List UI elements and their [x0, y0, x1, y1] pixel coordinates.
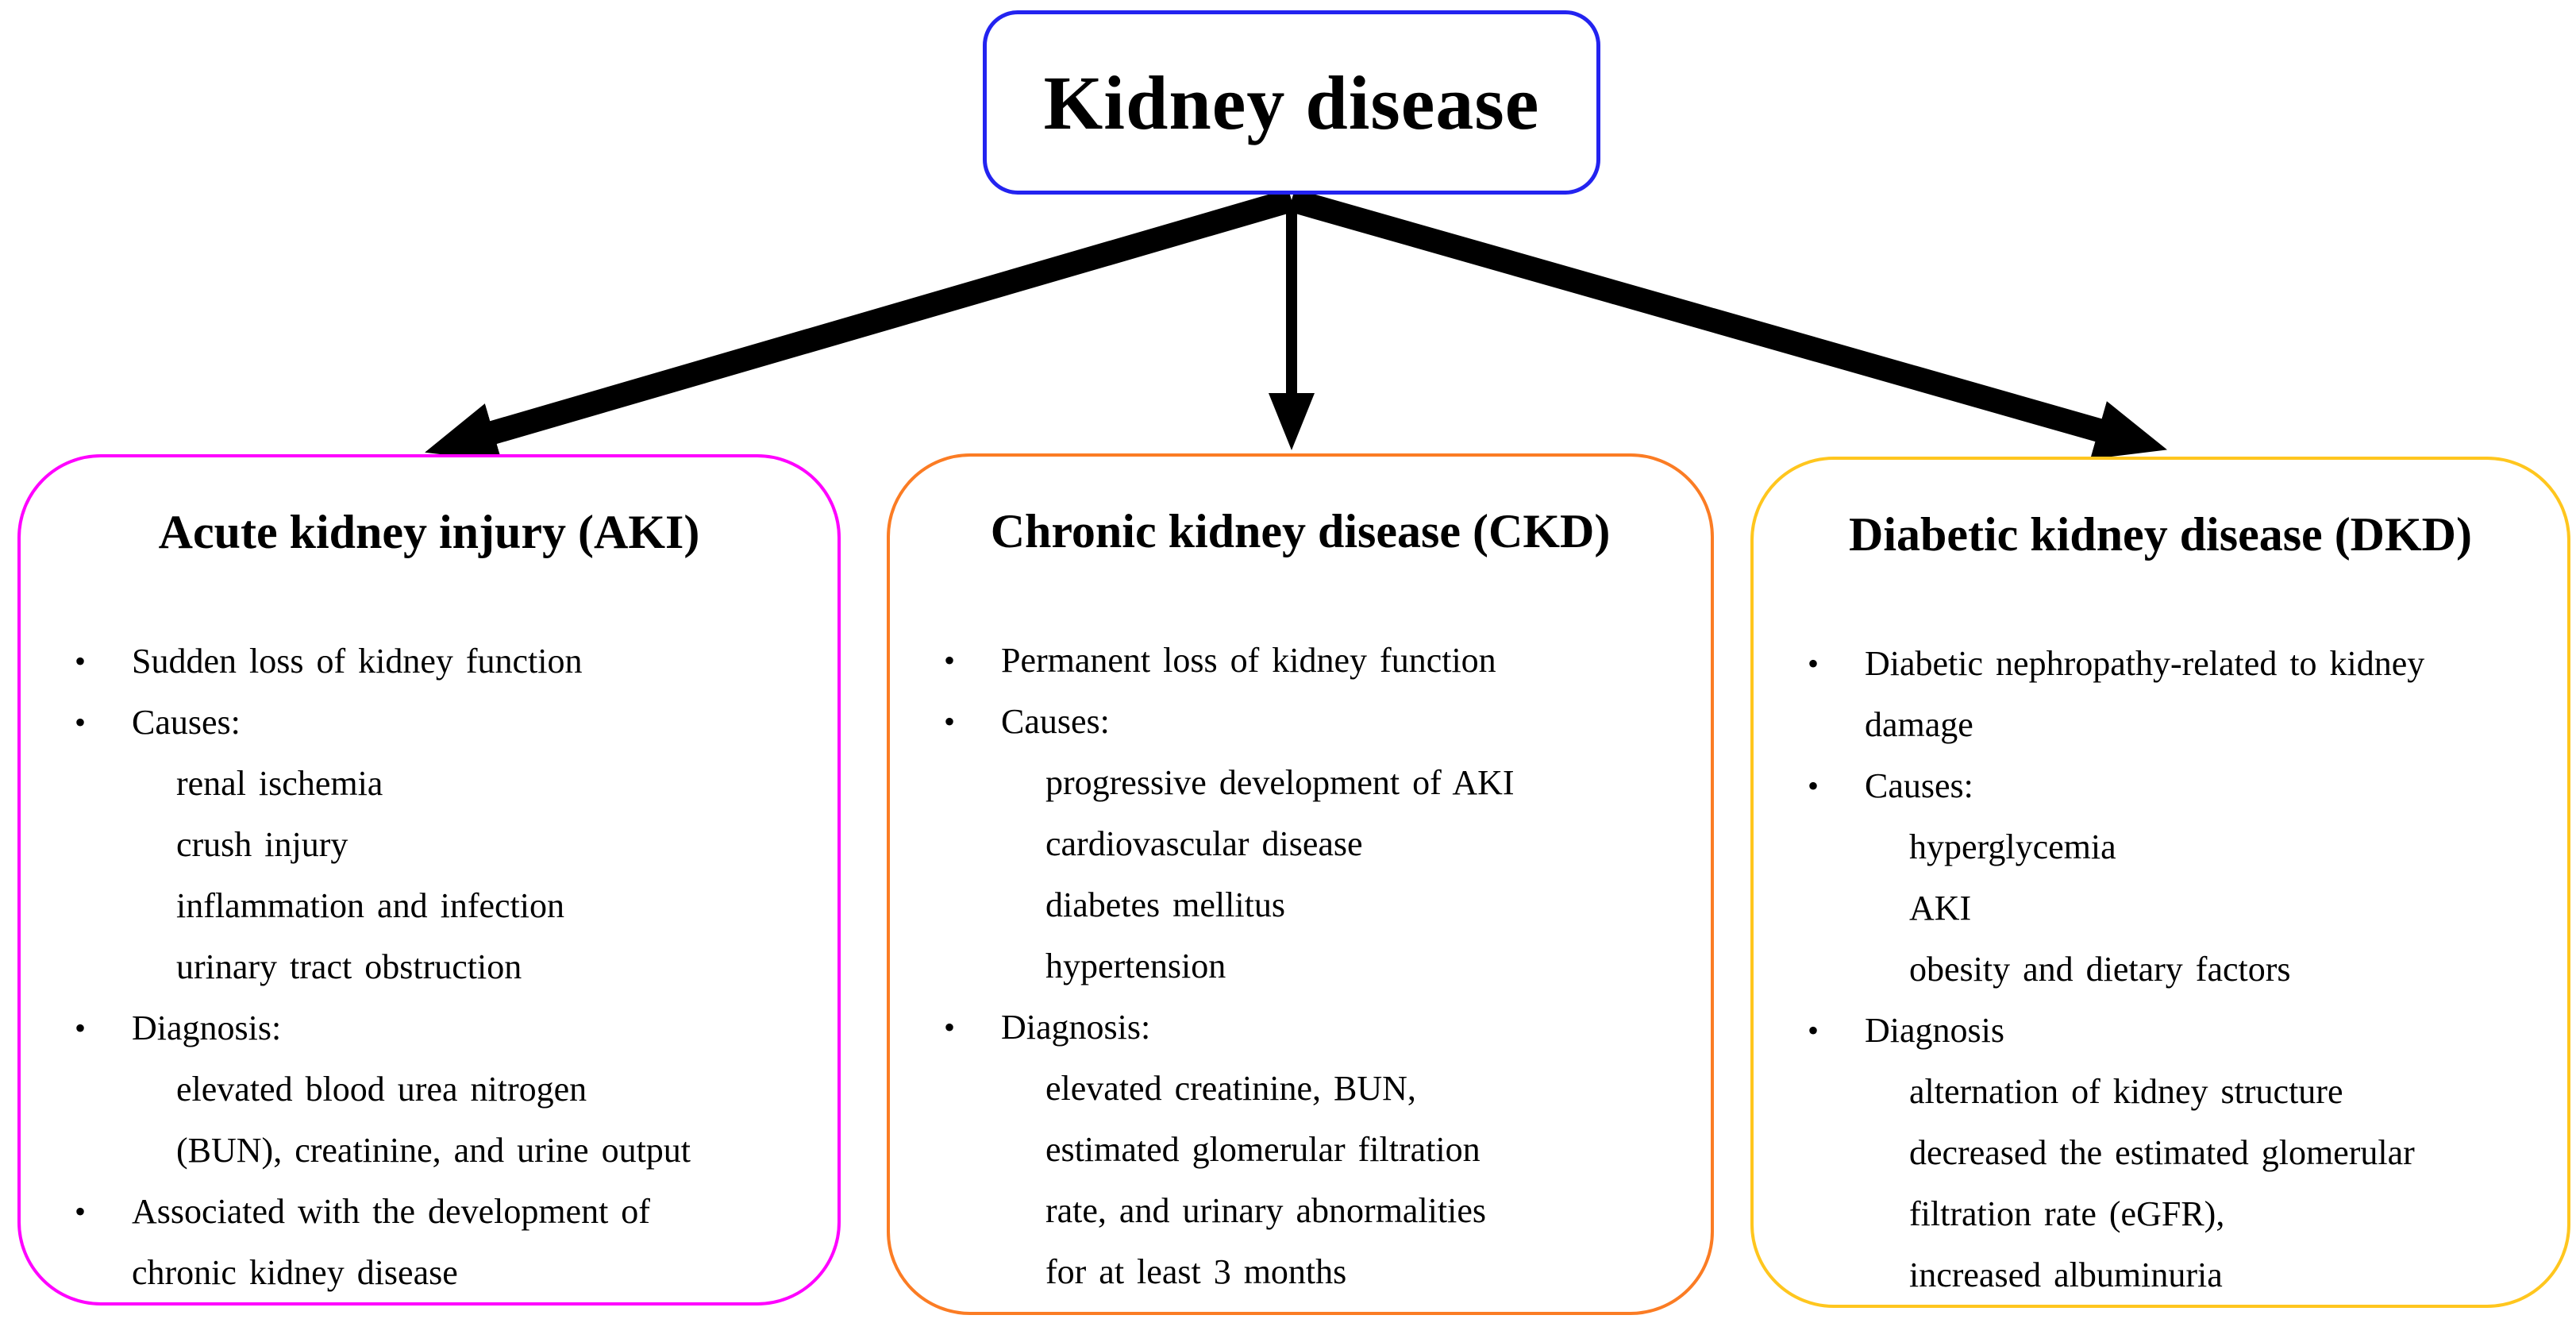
- list-item-text: obesity and dietary factors: [1909, 950, 2291, 989]
- list-item-text: estimated glomerular filtration: [1045, 1130, 1481, 1169]
- bullet-icon: •: [1808, 768, 1819, 804]
- list-item-text: AKI: [1909, 889, 1972, 928]
- list-item-text: alternation of kidney structure: [1909, 1072, 2343, 1111]
- list-item-text: cardiovascular disease: [1045, 824, 1363, 863]
- branch-items-aki: • Sudden loss of kidney function • Causes: r…: [21, 631, 837, 1303]
- list-item: decreased the estimated glomerular: [1754, 1122, 2567, 1183]
- list-item-text: rate, and urinary abnormalities: [1045, 1191, 1487, 1230]
- bullet-icon: •: [75, 643, 87, 679]
- list-item: renal ischemia: [21, 753, 837, 814]
- branch-box-dkd: Diabetic kidney disease (DKD) • Diabetic …: [1750, 457, 2570, 1308]
- list-item-text: decreased the estimated glomerular: [1909, 1133, 2415, 1172]
- branch-title-dkd: Diabetic kidney disease (DKD): [1849, 508, 2472, 561]
- list-item: chronic kidney disease: [21, 1242, 837, 1303]
- list-item-text: renal ischemia: [176, 764, 383, 803]
- branch-title-ckd: Chronic kidney disease (CKD): [990, 505, 1611, 557]
- list-item-text: Permanent loss of kidney function: [1001, 641, 1496, 680]
- list-item: for at least 3 months: [890, 1241, 1711, 1302]
- list-item-text: Diabetic nephropathy-related to kidney: [1865, 644, 2425, 683]
- list-item-text: urinary tract obstruction: [176, 947, 522, 986]
- branch-title-aki: Acute kidney injury (AKI): [158, 506, 700, 558]
- arrow-to-aki: [425, 188, 1296, 462]
- bullet-icon: •: [75, 704, 87, 740]
- list-item: hyperglycemia: [1754, 816, 2567, 877]
- list-item: inflammation and infection: [21, 875, 837, 936]
- list-item-text: Diagnosis: [1865, 1011, 2004, 1050]
- list-item: obesity and dietary factors: [1754, 939, 2567, 1000]
- list-item: diabetes mellitus: [890, 874, 1711, 935]
- list-item-text: progressive development of AKI: [1045, 763, 1515, 802]
- list-item-text: crush injury: [176, 825, 348, 864]
- list-item-text: Diagnosis:: [132, 1009, 282, 1047]
- bullet-icon: •: [944, 1009, 956, 1045]
- list-item-text: damage: [1865, 705, 1973, 744]
- list-item-text: inflammation and infection: [176, 886, 564, 925]
- list-item: • Permanent loss of kidney function: [890, 630, 1711, 691]
- list-item: cardiovascular disease: [890, 813, 1711, 874]
- branch-box-ckd: Chronic kidney disease (CKD) • Permanent …: [887, 453, 1714, 1315]
- list-item: estimated glomerular filtration: [890, 1119, 1711, 1180]
- list-item: • Associated with the development of: [21, 1181, 837, 1242]
- branch-box-aki: Acute kidney injury (AKI) • Sudden loss o…: [17, 454, 841, 1306]
- list-item: • Causes:: [21, 692, 837, 753]
- list-item: crush injury: [21, 814, 837, 875]
- bullet-icon: •: [944, 642, 956, 678]
- list-item: • Causes:: [890, 691, 1711, 752]
- list-item: alternation of kidney structure: [1754, 1061, 2567, 1122]
- list-item: • Diagnosis: [1754, 1000, 2567, 1061]
- list-item: progressive development of AKI: [890, 752, 1711, 813]
- list-item: urinary tract obstruction: [21, 936, 837, 997]
- list-item-text: (BUN), creatinine, and urine output: [176, 1131, 691, 1170]
- list-item: • Sudden loss of kidney function: [21, 631, 837, 692]
- list-item: • Diabetic nephropathy-related to kidney: [1754, 633, 2567, 694]
- bullet-icon: •: [944, 704, 956, 739]
- bullet-icon: •: [75, 1010, 87, 1046]
- list-item-text: Causes:: [132, 703, 241, 742]
- list-item: elevated blood urea nitrogen: [21, 1059, 837, 1120]
- list-item: filtration rate (eGFR),: [1754, 1183, 2567, 1244]
- arrow-to-dkd: [1288, 188, 2168, 460]
- bullet-icon: •: [1808, 1012, 1819, 1048]
- list-item-text: elevated blood urea nitrogen: [176, 1070, 587, 1109]
- list-item-text: increased albuminuria: [1909, 1255, 2223, 1294]
- bullet-icon: •: [1808, 646, 1819, 681]
- root-node-kidney-disease: Kidney disease: [983, 10, 1600, 195]
- root-node-title: Kidney disease: [1043, 60, 1540, 145]
- list-item: elevated creatinine, BUN,: [890, 1058, 1711, 1119]
- bullet-icon: •: [75, 1194, 87, 1229]
- list-item-text: Sudden loss of kidney function: [132, 642, 583, 681]
- list-item-text: Causes:: [1865, 766, 1973, 805]
- list-item-text: hyperglycemia: [1909, 827, 2116, 866]
- list-item-text: chronic kidney disease: [132, 1253, 458, 1292]
- list-item: rate, and urinary abnormalities: [890, 1180, 1711, 1241]
- list-item: • Diagnosis:: [21, 997, 837, 1059]
- list-item: (BUN), creatinine, and urine output: [21, 1120, 837, 1181]
- list-item: • Causes:: [1754, 755, 2567, 816]
- list-item-text: filtration rate (eGFR),: [1909, 1194, 2225, 1233]
- list-item-text: Associated with the development of: [132, 1192, 650, 1231]
- list-item: damage: [1754, 694, 2567, 755]
- list-item: AKI: [1754, 877, 2567, 939]
- list-item-text: for at least 3 months: [1045, 1252, 1347, 1291]
- list-item-text: elevated creatinine, BUN,: [1045, 1069, 1416, 1108]
- list-item: hypertension: [890, 935, 1711, 997]
- list-item: • Diagnosis:: [890, 997, 1711, 1058]
- list-item-text: diabetes mellitus: [1045, 885, 1285, 924]
- list-item-text: hypertension: [1045, 947, 1226, 985]
- branch-items-ckd: • Permanent loss of kidney function • Cause…: [890, 630, 1711, 1302]
- list-item: increased albuminuria: [1754, 1244, 2567, 1306]
- list-item-text: Causes:: [1001, 702, 1110, 741]
- list-item-text: Diagnosis:: [1001, 1008, 1151, 1047]
- branch-items-dkd: • Diabetic nephropathy-related to kidney d…: [1754, 633, 2567, 1306]
